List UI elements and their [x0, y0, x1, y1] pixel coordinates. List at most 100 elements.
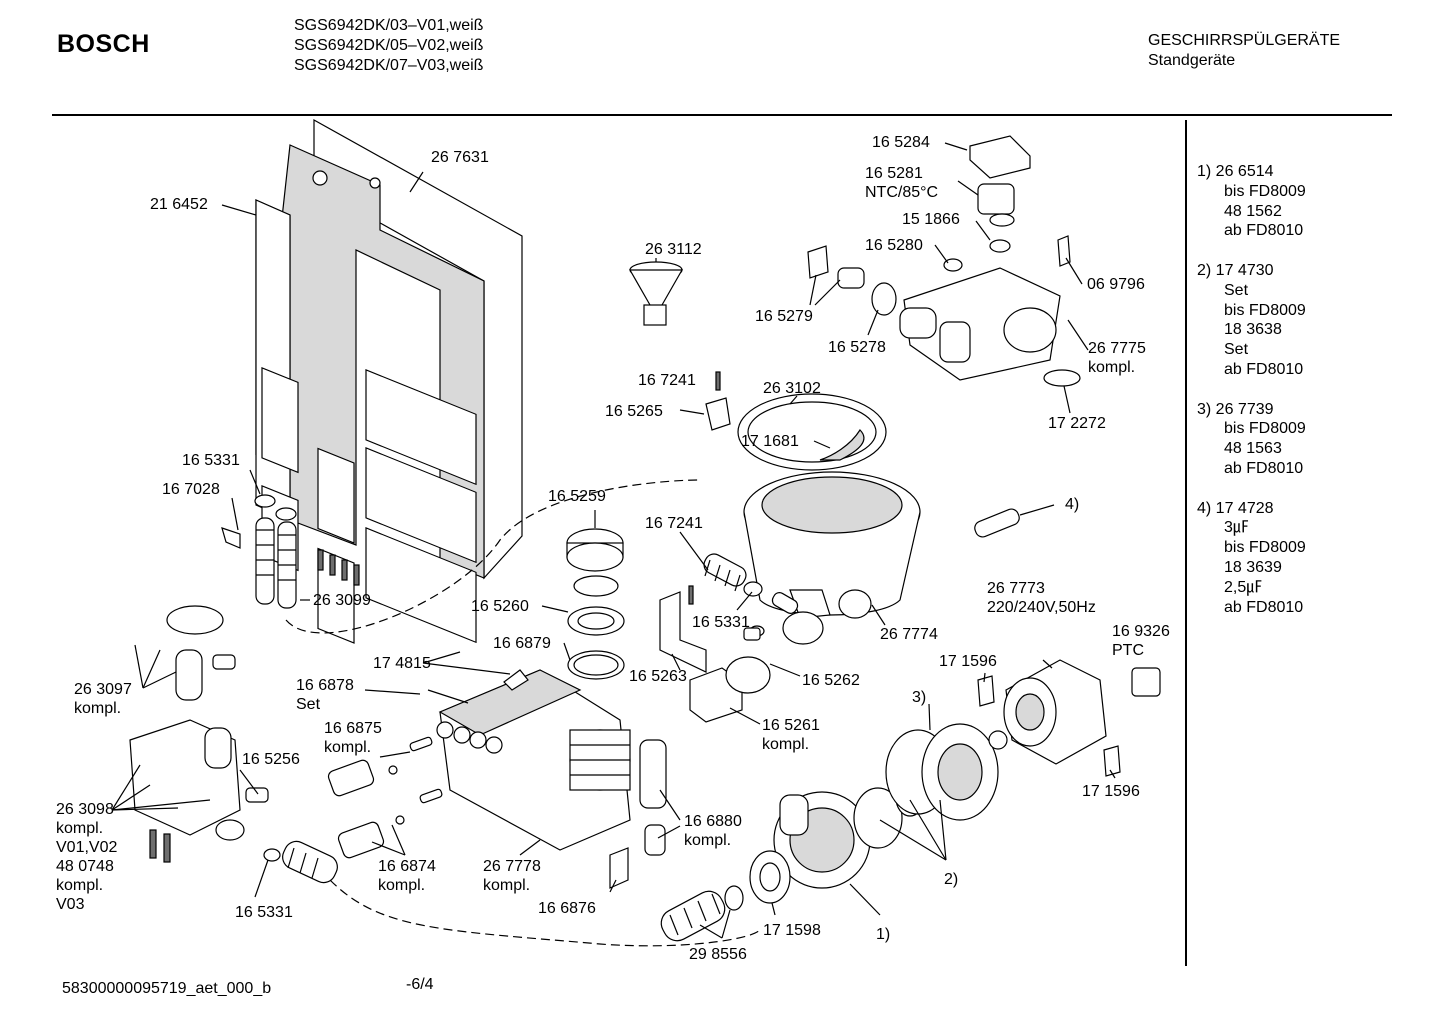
drain-route-line	[329, 879, 761, 947]
footnote-line: 48 1563	[1224, 440, 1282, 458]
part-label-167241a: 16 7241	[638, 371, 696, 390]
distribution-valve-drawing	[807, 135, 1081, 387]
part-label-line: 26 7631	[431, 149, 489, 166]
clip-drawing	[705, 397, 731, 431]
part-label-line: 17 4815	[373, 655, 431, 672]
filter-drawing	[566, 528, 625, 680]
part-label-line: kompl.	[483, 877, 531, 894]
part-label-216452: 21 6452	[150, 195, 208, 214]
part-label-165280: 16 5280	[865, 236, 923, 255]
part-label-298556: 29 8556	[689, 945, 747, 964]
footnote-line: bis FD8009	[1224, 539, 1306, 557]
part-label-line: 26 3099	[313, 592, 371, 609]
part-label-line: 16 7241	[645, 515, 703, 532]
drain-hose-drawing	[263, 840, 338, 884]
part-label-165278: 16 5278	[828, 338, 886, 357]
footnote-line: Set	[1224, 341, 1249, 359]
footnote-line: bis FD8009	[1224, 301, 1306, 319]
part-label-line: 4)	[1065, 496, 1080, 513]
part-label-line: 26 7775	[1088, 340, 1146, 357]
part-label-line: 16 6879	[493, 635, 551, 652]
part-label-165279: 16 5279	[755, 307, 813, 326]
category-title: GESCHIRRSPÜLGERÄTE	[1148, 32, 1341, 49]
part-label-line: 16 5331	[235, 904, 293, 921]
pump-hose-drawing	[660, 885, 744, 942]
part-label-line: 16 6876	[538, 900, 596, 917]
part-label-line: 16 6874	[378, 858, 436, 875]
pump-drawing	[749, 723, 1008, 904]
category-subtitle: Standgeräte	[1148, 52, 1236, 69]
part-label-line: NTC/85°C	[865, 184, 939, 201]
part-label-line: 16 7241	[638, 372, 696, 389]
heater-relay-drawing	[689, 627, 771, 723]
part-label-line: 16 5263	[629, 668, 687, 685]
part-label-line: 16 5280	[865, 237, 923, 254]
part-label-line: 26 7773	[987, 580, 1045, 597]
part-label-line: 16 5331	[692, 614, 750, 631]
part-label-line: Set	[296, 696, 321, 713]
part-label-165259: 16 5259	[548, 487, 606, 506]
part-label-line: 17 1596	[939, 653, 997, 670]
part-label-263099: 26 3099	[313, 591, 371, 610]
part-label-174815: 17 4815	[373, 654, 431, 673]
part-label-263112: 26 3112	[645, 240, 702, 259]
part-label-line: 16 5261	[762, 717, 820, 734]
category-heading: GESCHIRRSPÜLGERÄTE Standgeräte	[1148, 31, 1340, 71]
softener-drawing	[436, 669, 631, 851]
part-label-267773: 26 7773 220/240V,50Hz	[987, 579, 1096, 617]
footnote-line: 1) 26 6514	[1197, 163, 1274, 180]
part-label-172272: 17 2272	[1048, 414, 1106, 433]
part-label-line: 16 5284	[872, 134, 930, 151]
part-label-165284: 16 5284	[872, 133, 930, 152]
part-label-165265: 16 5265	[605, 402, 663, 421]
part-label-line: 3)	[912, 689, 927, 706]
part-label-line: 17 1681	[741, 433, 799, 450]
valves-drawing	[327, 736, 443, 859]
part-label-line: 26 3102	[763, 380, 821, 397]
part-label-line: 16 6880	[684, 813, 742, 830]
part-label-line: V01,V02	[56, 839, 118, 856]
screw-drawing	[715, 371, 721, 391]
part-label-line: kompl.	[56, 820, 104, 837]
notes-divider	[1185, 120, 1187, 966]
part-label-165331b: 16 5331	[692, 613, 750, 632]
part-label-line: 16 5260	[471, 598, 529, 615]
part-label-line: 16 7028	[162, 481, 220, 498]
part-label-line: 220/240V,50Hz	[987, 599, 1096, 616]
footnote-line: 3) 26 7739	[1197, 400, 1274, 418]
part-label-line: 16 6878	[296, 677, 354, 694]
brand-logo: BOSCH	[57, 30, 150, 58]
inlet-valve-drawing	[129, 605, 269, 863]
part-label-151866: 15 1866	[902, 210, 960, 229]
part-label-line: 26 7774	[880, 626, 938, 643]
dispenser-parts-drawing	[609, 739, 667, 889]
part-label-line: 16 5281	[865, 165, 923, 182]
capacitor-drawing	[974, 508, 1020, 538]
part-label-line: 48 0748	[56, 858, 114, 875]
part-label-line: kompl.	[56, 877, 104, 894]
part-label-line: 21 6452	[150, 196, 208, 213]
part-label-267774: 26 7774	[880, 625, 938, 644]
part-label-line: kompl.	[378, 877, 426, 894]
footnote-line: 3㎌	[1224, 519, 1249, 537]
leader-lines	[111, 142, 1116, 939]
part-label-line: kompl.	[324, 739, 372, 756]
footnote-line: 18 3639	[1224, 558, 1282, 576]
part-label-167241b: 16 7241	[645, 514, 703, 533]
part-label-line: 15 1866	[902, 211, 960, 228]
part-label-line: 26 3097	[74, 681, 132, 698]
part-label-line: 16 5279	[755, 308, 813, 325]
sump-drawing	[703, 393, 921, 645]
part-label-line: 16 9326	[1112, 623, 1170, 640]
footnote-line: bis FD8009	[1224, 420, 1306, 438]
footnote-line: Set	[1224, 281, 1249, 299]
part-label-171681: 17 1681	[741, 432, 799, 451]
part-label-note1: 1)	[876, 925, 890, 944]
